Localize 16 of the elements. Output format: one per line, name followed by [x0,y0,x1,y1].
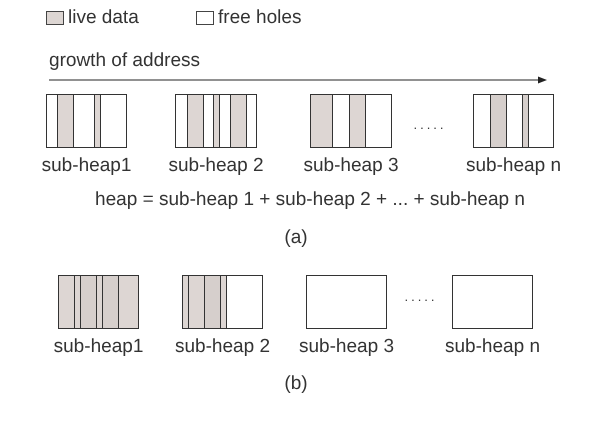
block-caption: sub-heap1 [42,155,132,177]
block-caption: sub-heap 2 [168,155,264,177]
axis-label: growth of address [49,50,200,72]
panel-label: (b) [284,373,308,395]
block-caption: sub-heap n [466,155,562,177]
block-caption: sub-heap 3 [298,336,394,358]
block-caption: sub-heap 3 [303,155,399,177]
formula-text: heap = sub-heap 1 + sub-heap 2 + ... + sub-heap n [95,189,525,211]
block-caption: sub-heap n [444,336,540,358]
ellipsis: ..... [404,288,438,306]
block-caption: sub-heap1 [54,336,144,358]
ellipsis: ..... [413,116,447,134]
panel-label: (a) [284,227,308,249]
legend-label: free holes [218,7,302,29]
legend-label: live data [68,7,139,29]
block-caption: sub-heap 2 [174,336,270,358]
